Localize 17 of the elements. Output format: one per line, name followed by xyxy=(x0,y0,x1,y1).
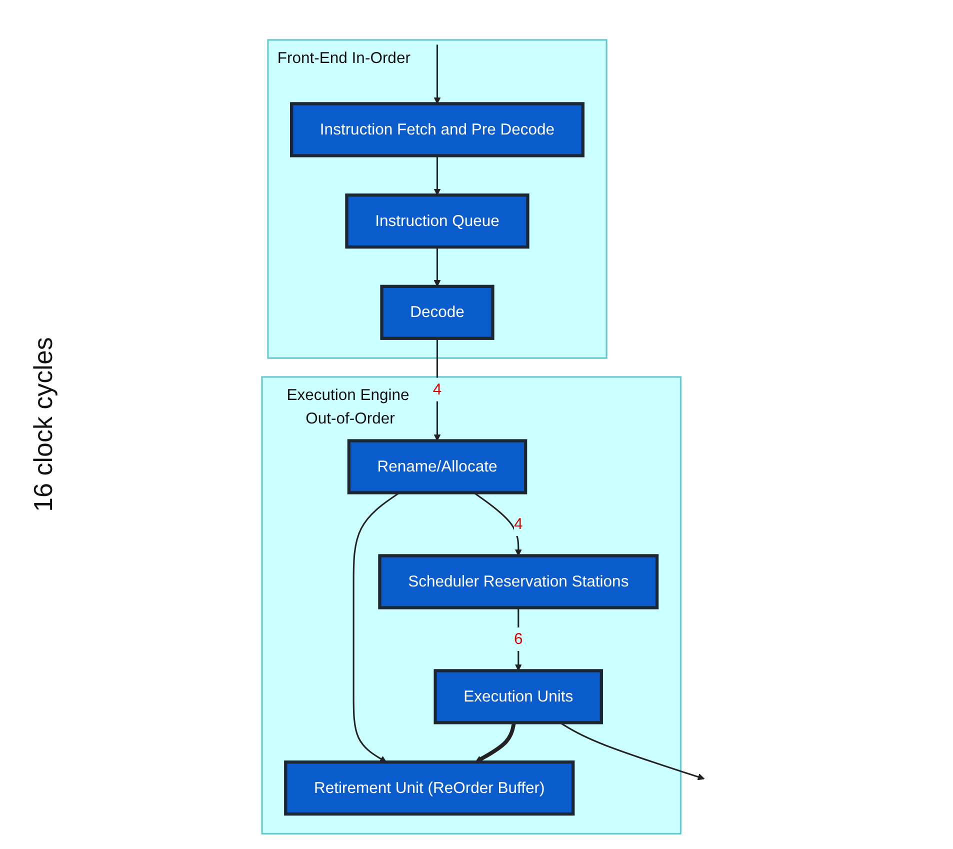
arrow xyxy=(434,155,441,195)
cycle-count-label: 16 clock cycles xyxy=(28,337,58,512)
arrow xyxy=(352,492,400,762)
stage-box: Decode xyxy=(380,284,494,340)
arrow xyxy=(514,607,522,670)
arrow xyxy=(560,722,705,780)
stage-box: Rename/Allocate xyxy=(347,438,528,494)
arrow xyxy=(434,338,441,441)
arrow xyxy=(473,492,522,556)
arrow xyxy=(434,44,441,104)
arrow xyxy=(475,722,516,762)
stage-box: Instruction Fetch and Pre Decode xyxy=(290,102,584,157)
stage-box: Retirement Unit (ReOrder Buffer) xyxy=(284,760,575,816)
stage-box: Scheduler Reservation Stations xyxy=(378,554,659,609)
arrow xyxy=(434,246,441,286)
stage-box: Instruction Queue xyxy=(345,192,530,248)
stage-box: Execution Units xyxy=(434,668,604,724)
